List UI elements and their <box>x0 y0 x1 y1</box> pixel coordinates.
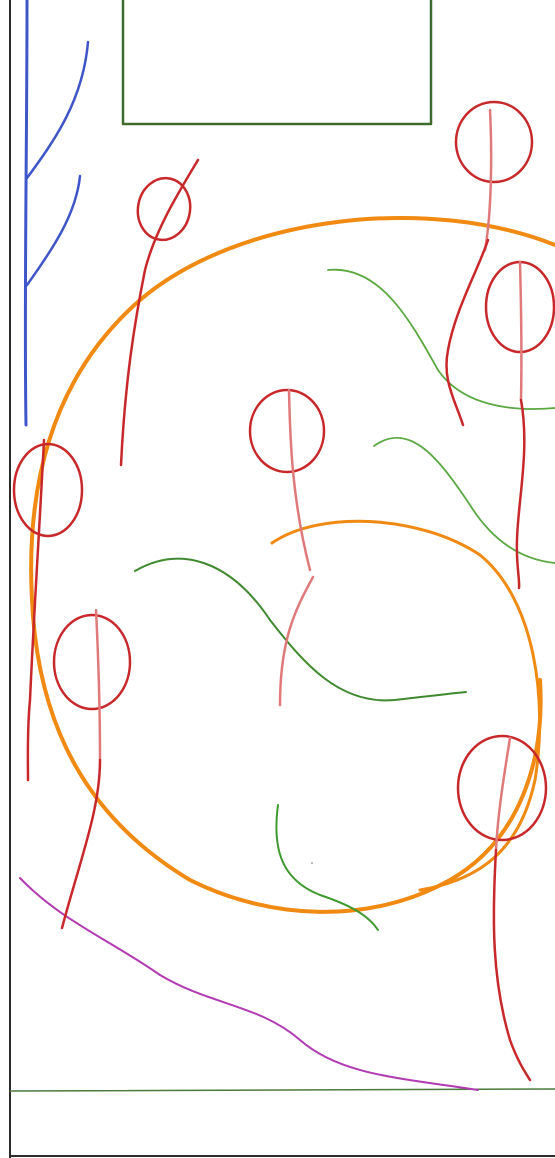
magenta-curve <box>20 878 478 1090</box>
large-orange-circle <box>31 218 555 912</box>
blue-branch-icon <box>25 0 88 425</box>
stick-figure-5 <box>14 440 82 780</box>
stick-figure-6 <box>54 610 130 928</box>
stick-figure-4 <box>250 390 324 705</box>
small-dot <box>311 862 313 864</box>
stick-figure-1 <box>121 160 198 465</box>
green-curve-3 <box>135 559 466 701</box>
stick-figure-3 <box>486 262 554 588</box>
green-rectangle-icon <box>123 0 431 124</box>
